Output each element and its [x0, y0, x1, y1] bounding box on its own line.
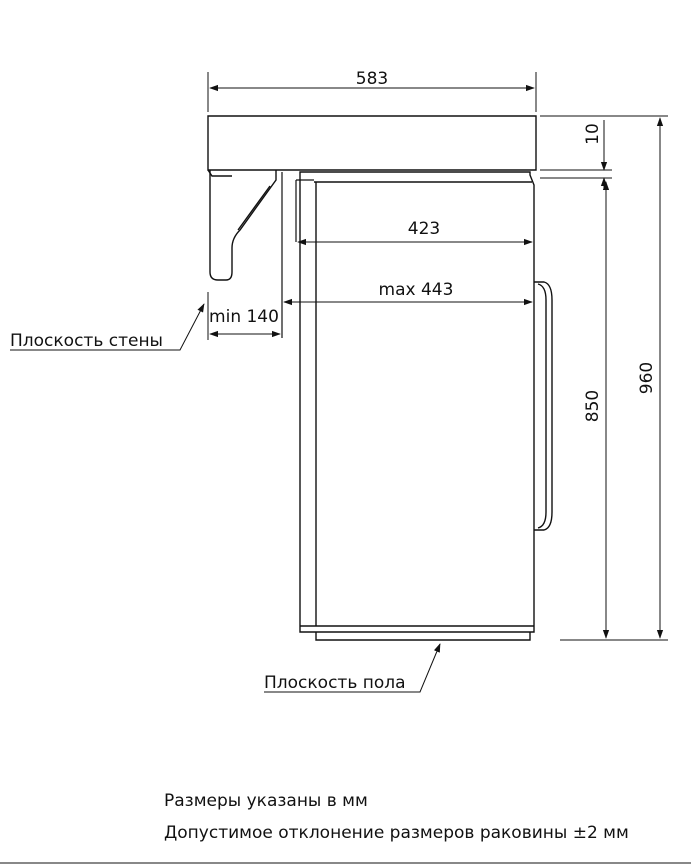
dimension-lines	[10, 72, 668, 693]
dim-wall-gap: min 140	[209, 307, 279, 327]
sink-bracket	[207, 169, 277, 281]
dim-machine-depth: 423	[408, 219, 440, 239]
drain-pipe	[281, 172, 314, 338]
dim-total-height: 960	[637, 362, 657, 394]
dim-sink-thickness: 10	[583, 123, 603, 145]
note-units: Размеры указаны в мм	[164, 791, 368, 811]
dim-sink-width: 583	[356, 69, 388, 89]
dim-machine-depth-max: max 443	[379, 280, 454, 300]
callout-wall-plane: Плоскость стены	[10, 331, 163, 351]
dim-machine-height: 850	[583, 390, 603, 422]
callout-floor-plane: Плоскость пола	[264, 673, 406, 693]
sink-slab	[207, 115, 537, 171]
washing-machine	[299, 171, 553, 641]
note-tolerance: Допустимое отклонение размеров раковины …	[164, 823, 629, 843]
